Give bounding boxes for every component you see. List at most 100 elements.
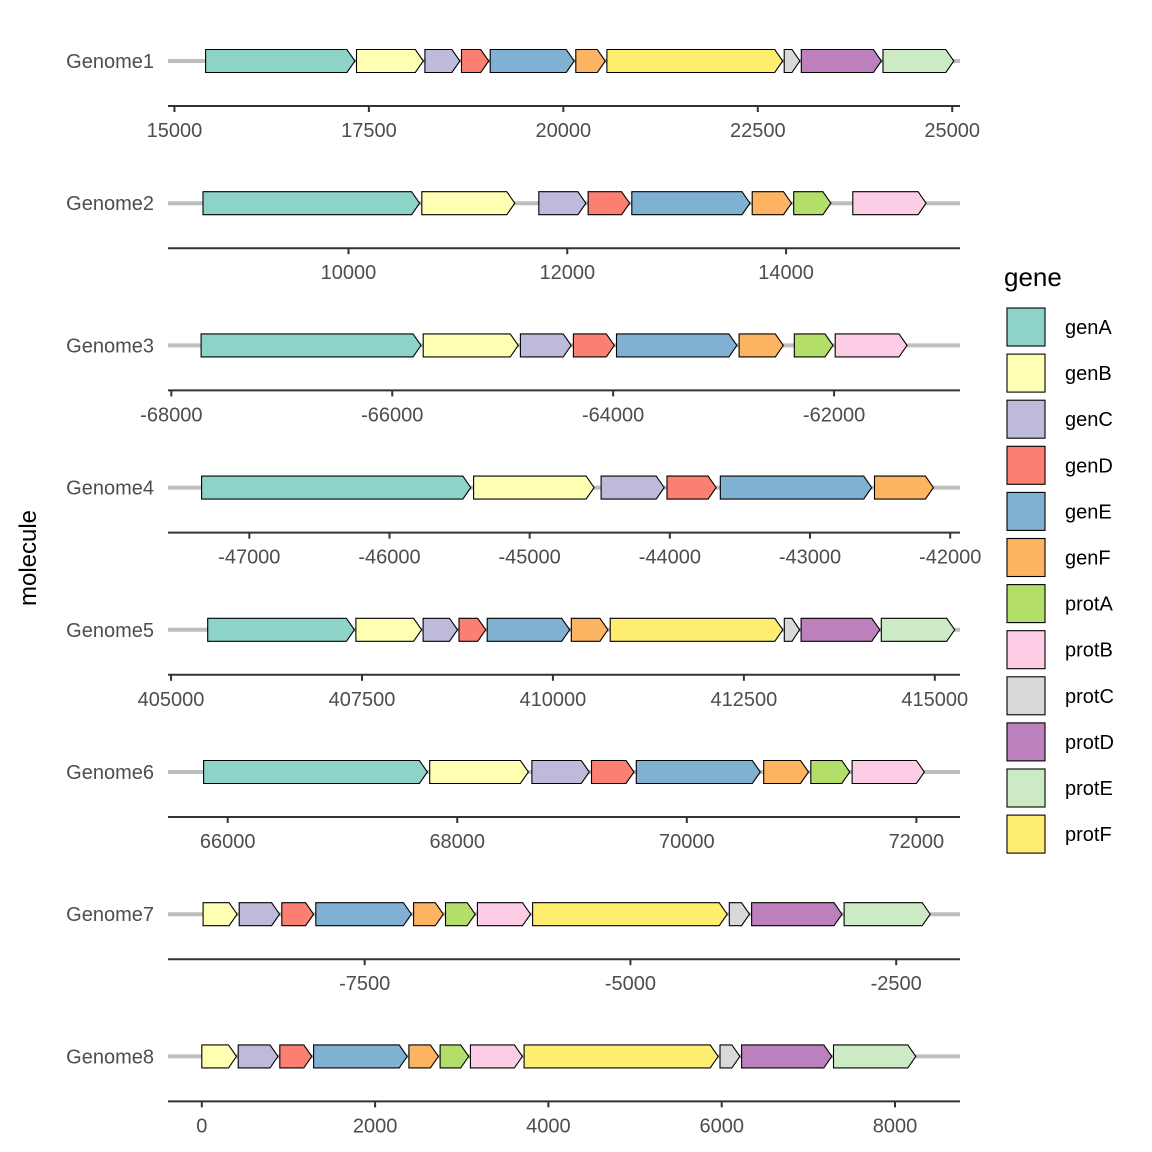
x-tick-label: 2000 <box>353 1115 398 1137</box>
legend-key-genE <box>1006 491 1046 531</box>
gene-arrow-genB <box>355 617 423 642</box>
legend-key-protC <box>1006 676 1046 716</box>
x-tick-label: 66000 <box>200 831 256 853</box>
gene-arrow-genC <box>519 333 572 358</box>
gene-arrow-genB <box>421 191 516 216</box>
x-tick-label: 10000 <box>321 262 377 284</box>
gene-arrow-protA <box>439 1044 470 1069</box>
molecule-label: Genome1 <box>66 51 154 73</box>
legend-label: genD <box>1065 455 1113 477</box>
legend-label: protC <box>1065 686 1114 708</box>
legend-label: protA <box>1065 594 1113 616</box>
x-tick-label: 72000 <box>889 831 945 853</box>
legend-item: protB <box>1006 630 1113 670</box>
legend-key-genC <box>1006 399 1046 439</box>
gene-arrow-protD <box>800 617 881 642</box>
gene-arrow-genE <box>631 191 751 216</box>
legend-label: protE <box>1065 778 1113 800</box>
x-tick-label: 6000 <box>699 1115 744 1137</box>
gene-arrow-genF <box>408 1044 440 1069</box>
legend: gene genAgenBgenCgenDgenEgenFprotAprotBp… <box>1004 262 1114 854</box>
legend-item: genA <box>1006 307 1112 347</box>
gene-arrow-genB <box>202 902 238 927</box>
molecule-panel: Genome8 0 2000 4000 6000 8000 <box>66 1044 960 1137</box>
molecule-panel: Genome3-68000-66000-64000-62000 <box>66 333 960 426</box>
x-tick-label: 405000 <box>138 689 205 711</box>
legend-item: protE <box>1006 768 1113 808</box>
legend-label: genA <box>1065 317 1112 339</box>
legend-key-protD <box>1006 722 1046 762</box>
gene-arrow-genC <box>600 475 665 500</box>
gene-arrow-protF <box>606 48 784 74</box>
legend-key-protB <box>1006 630 1046 670</box>
x-tick-label: 412500 <box>710 689 777 711</box>
x-tick-label: -45000 <box>499 547 561 569</box>
legend-key-genA <box>1006 307 1046 347</box>
x-tick-label: 0 <box>196 1115 207 1137</box>
gene-arrow-protC <box>783 48 801 74</box>
gene-arrow-genF <box>763 759 810 785</box>
x-tick-label: 8000 <box>873 1115 918 1137</box>
gene-arrow-protB <box>851 759 926 785</box>
x-tick-label: 407500 <box>329 689 396 711</box>
x-tick-label: -2500 <box>871 973 922 995</box>
gene-arrow-protB <box>469 1044 524 1069</box>
legend-item: protA <box>1006 584 1113 624</box>
x-tick-label: 415000 <box>901 689 968 711</box>
gene-arrow-genF <box>738 333 784 358</box>
legend-item: protD <box>1006 722 1114 762</box>
legend-label: protB <box>1065 640 1113 662</box>
molecule-label: Genome4 <box>66 478 154 500</box>
legend-key-genF <box>1006 537 1046 578</box>
gene-arrow-genB <box>429 759 530 785</box>
legend-item: genC <box>1006 399 1113 439</box>
x-tick-label: -62000 <box>803 404 865 426</box>
x-tick-label: 12000 <box>539 262 595 284</box>
x-tick-label: 22500 <box>730 120 786 142</box>
legend-label: protD <box>1065 732 1114 754</box>
legend-item: protC <box>1006 676 1114 716</box>
gene-arrow-protC <box>719 1044 741 1069</box>
gene-arrow-genC <box>424 48 461 74</box>
gene-arrow-genA <box>207 617 356 642</box>
gene-arrow-genD <box>281 902 315 927</box>
x-tick-label: -44000 <box>639 547 701 569</box>
x-tick-label: -7500 <box>339 973 390 995</box>
x-tick-label: 68000 <box>429 831 485 853</box>
gene-arrow-genB <box>355 48 424 74</box>
gene-arrow-protB <box>476 902 532 927</box>
gene-arrow-protF <box>523 1044 719 1069</box>
legend-label: protF <box>1065 824 1112 846</box>
gene-arrow-genD <box>460 48 490 74</box>
gene-arrow-genB <box>473 475 595 500</box>
molecule-label: Genome8 <box>66 1046 154 1068</box>
gene-arrow-protB <box>852 191 927 216</box>
x-tick-label: -68000 <box>140 404 202 426</box>
legend-key-genB <box>1006 353 1046 393</box>
x-tick-label: 4000 <box>526 1115 571 1137</box>
gene-arrow-genC <box>237 1044 279 1069</box>
gene-arrow-protF <box>609 617 784 642</box>
x-tick-label: -47000 <box>218 547 280 569</box>
gene-arrow-genE <box>489 48 575 74</box>
gene-arrow-genE <box>615 333 738 358</box>
x-tick-label: 70000 <box>659 831 715 853</box>
gene-arrow-genB <box>422 333 519 358</box>
gene-arrow-genD <box>279 1044 313 1069</box>
legend-item: genD <box>1006 445 1113 485</box>
gene-arrow-genB <box>201 1044 238 1069</box>
legend-label: genC <box>1065 409 1113 431</box>
gene-arrow-protD <box>751 902 843 927</box>
gene-arrow-protE <box>832 1044 917 1069</box>
gene-arrow-genA <box>201 475 472 500</box>
gene-arrow-genA <box>202 191 421 216</box>
x-tick-label: -5000 <box>605 973 656 995</box>
gene-arrow-genE <box>486 617 571 642</box>
gene-arrow-genD <box>587 191 631 216</box>
gene-arrow-protC <box>783 617 801 642</box>
x-tick-label: -64000 <box>582 404 644 426</box>
molecule-label: Genome6 <box>66 762 154 784</box>
